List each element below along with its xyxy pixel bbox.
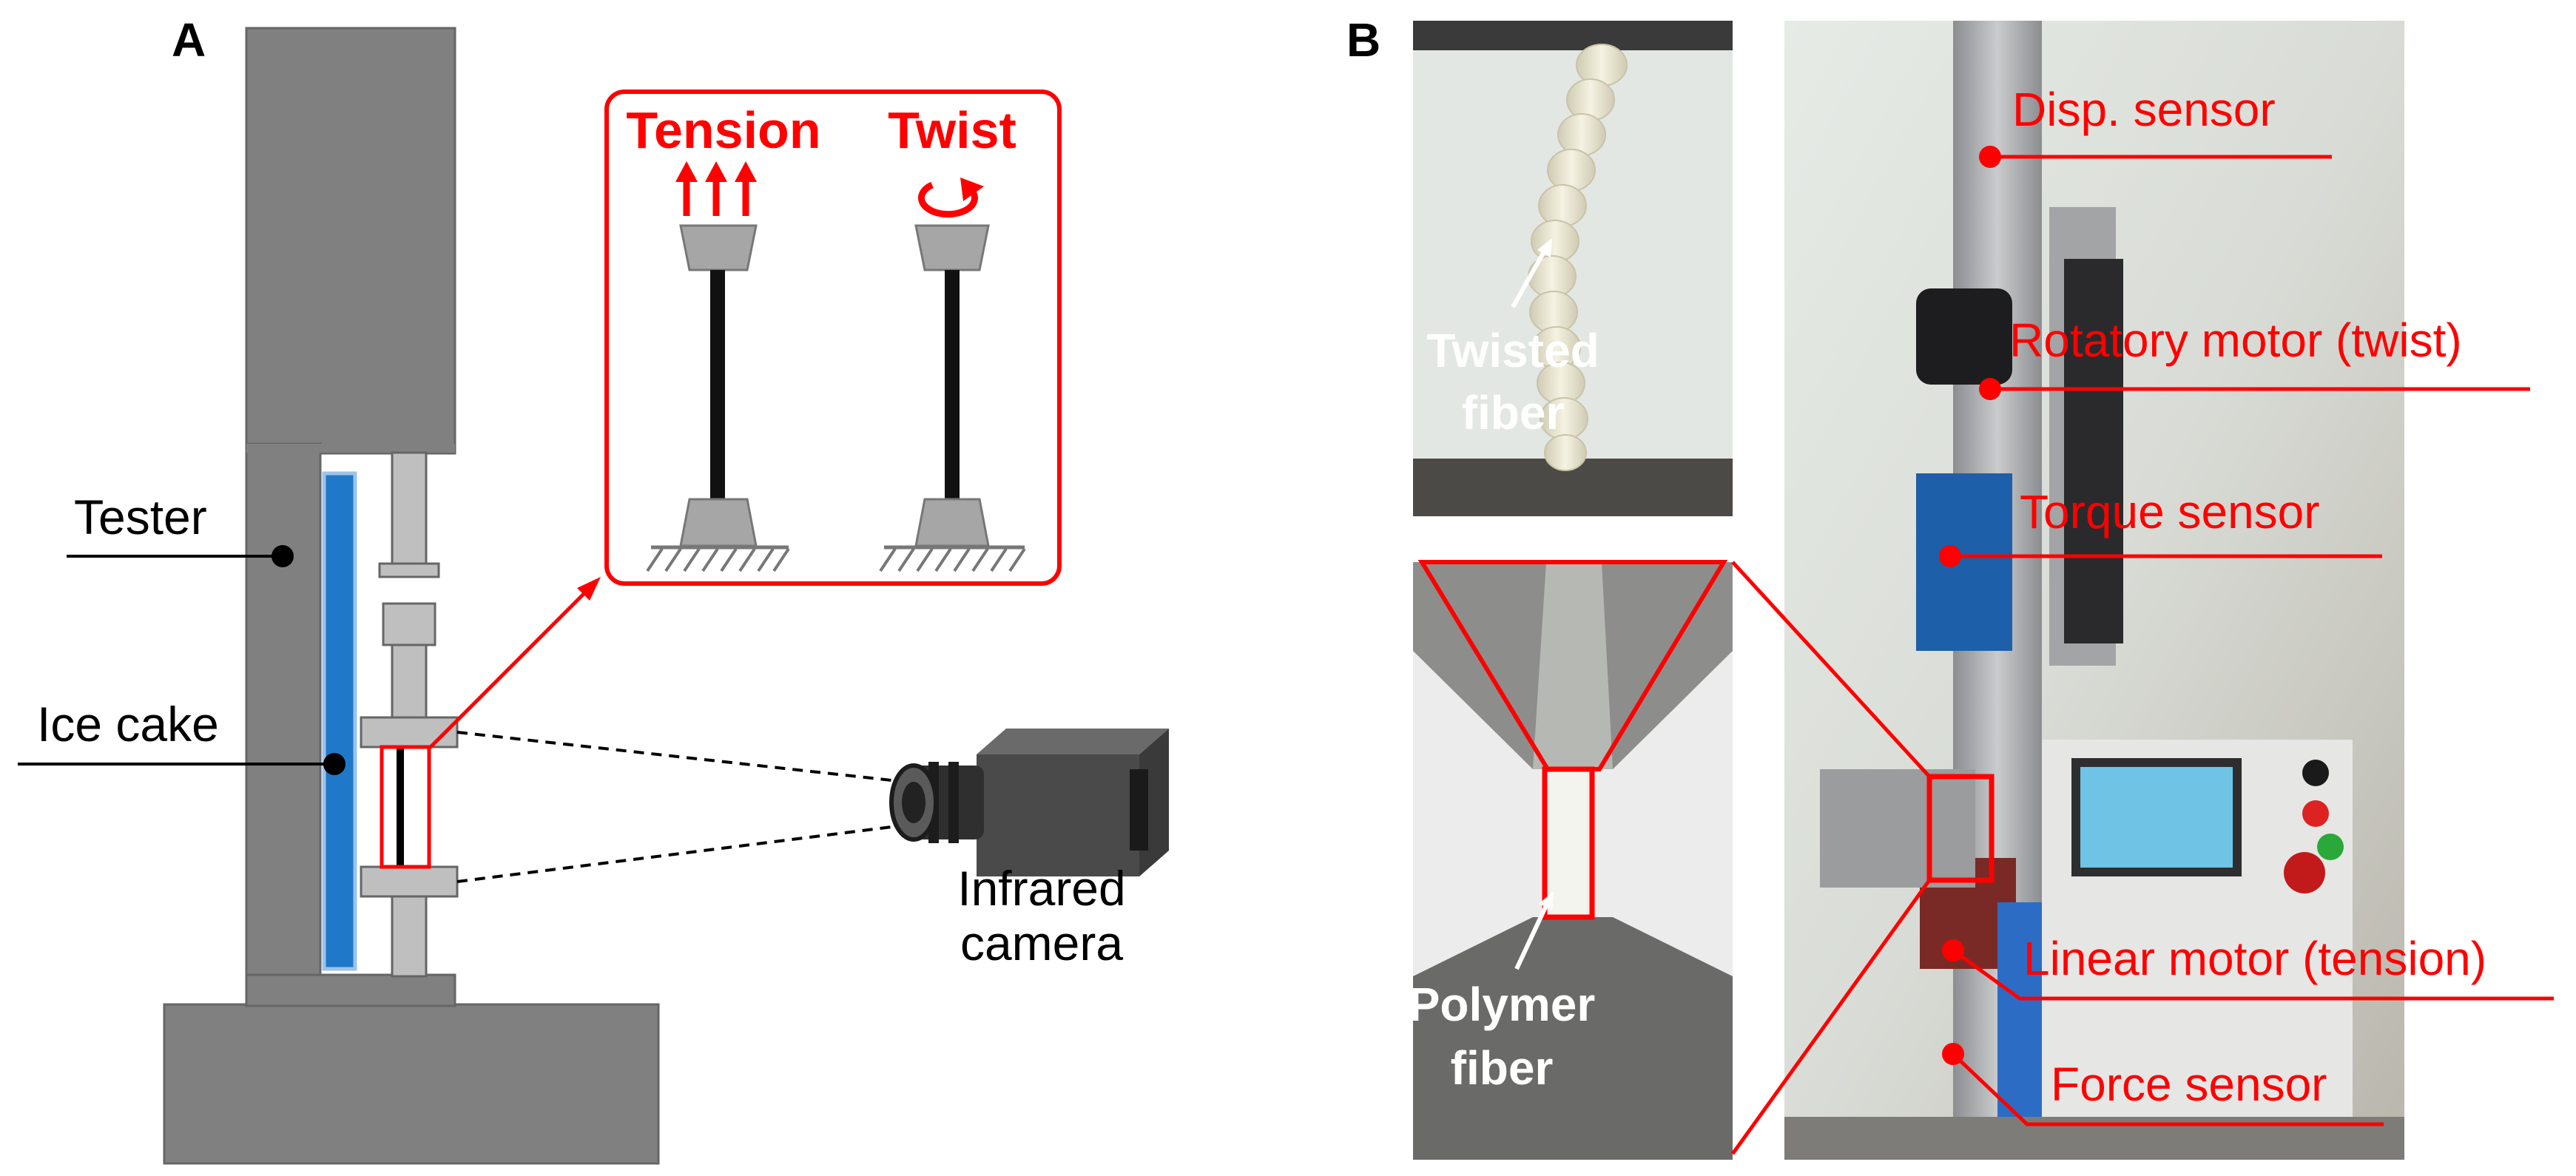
shaft-upper [391,451,428,569]
machine-back-panel [2064,259,2123,643]
zoom-line-lower [1730,879,1932,1155]
panel-a-letter: A [172,13,206,67]
control-button-black [2302,760,2329,786]
camera-label-line2: camera [960,916,1123,970]
machine-mid-block [1820,769,1975,888]
rotatory-motor-body [1916,288,2012,385]
camera-icon [889,729,1169,876]
specimen-region-box [1926,774,1995,883]
zoom-connector-top [1417,560,1728,771]
tension-specimen-diagram [646,224,790,572]
specimen-highlight-box [380,745,431,869]
tester-top-beam [246,444,455,453]
loading-shaft [360,451,459,978]
ice-cake-label: Ice cake [37,697,219,751]
inset-frame [604,89,1062,586]
callout-label: Linear motor (tension) [2023,932,2486,985]
camera-view-line-top [456,731,892,782]
callout-dot [1939,545,1961,567]
callout-dot [1942,1043,1964,1065]
zoom-line-upper [1731,561,1931,778]
callout-linear-motor: Linear motor (tension) [1942,932,2554,1001]
panel-a: A Tester Ice cake [18,13,1169,1165]
torque-sensor-body [1916,473,2012,651]
twist-label: Twist [888,101,1016,159]
tester-left-column [245,442,322,1007]
control-screen [2080,767,2233,868]
shaft-coupling [382,602,436,646]
polymer-fiber-pointer-arrowhead [1539,891,1554,910]
camera-body-top [977,729,1169,754]
ice-cake-leader-dot [323,753,345,775]
callout-label: Disp. sensor [2012,83,2276,136]
callout-disp-sensor: Disp. sensor [1979,83,2332,168]
callout-label: Force sensor [2051,1058,2327,1111]
camera-view-line-bottom [456,825,892,883]
camera-lens-glass [902,782,925,823]
shaft-lower [391,895,428,978]
specimen-fiber [397,747,404,867]
lower-grip [360,865,459,898]
photo-twisted-fiber: Twisted fiber [1413,21,1733,516]
callout-force-sensor: Force sensor [1942,1043,2384,1126]
photo-twisted-upper-clamp [1413,21,1733,50]
twisted-fiber-pointer-arrowhead [1537,238,1552,257]
inset-pointer-line [428,584,593,750]
tester-base [163,1003,660,1165]
tension-arrows-icon [675,161,757,216]
tester-frame [163,27,660,1165]
photo-polymer-fiber: Polymer fiber [1409,562,1733,1160]
photo-polymer-lower-clamp [1413,917,1733,1160]
callout-torque-sensor: Torque sensor [1939,485,2382,567]
emergency-stop-button [2284,852,2325,893]
camera-body-front [977,754,1139,876]
machine-blue-side-plate [1997,902,2042,1124]
ice-cake [322,471,357,971]
twisted-fiber-label-line2: fiber [1462,386,1565,439]
callout-dot [1979,146,2001,168]
panel-b: B Twisted fiber [1346,13,2554,1160]
callout-dot [1979,378,2001,400]
inset-pointer-arrowhead [577,577,601,601]
tester-lower-beam [245,973,456,1007]
photo-polymer-upper-jaw [1533,562,1613,769]
tester-upper-column [245,27,456,455]
callout-rotatory-motor: Rotatory motor (twist) [1979,314,2530,400]
polymer-fiber-label-line1: Polymer [1409,978,1596,1031]
tester-leader-dot [272,545,294,567]
shaft-middle [391,643,428,720]
twisted-fiber-label-line1: Twisted [1426,324,1599,377]
polymer-fiber-pointer-line [1514,901,1550,970]
inset-loading-modes: Tension Twist [604,89,1062,586]
photo-tester-machine [1784,21,2404,1160]
callout-label: Rotatory motor (twist) [2009,314,2462,367]
camera-side-slot [1130,769,1148,851]
polymer-fiber-label-line2: fiber [1451,1041,1554,1095]
twist-arrow-icon [917,178,984,218]
polymer-fiber-strip [1550,769,1587,917]
control-button-red [2302,800,2329,827]
panel-b-letter: B [1346,13,1380,67]
camera-lens-ring-2 [948,762,959,843]
control-button-green [2317,834,2344,860]
camera-label-line1: Infrared [957,861,1125,916]
twisted-fiber-pointer-line [1511,246,1548,308]
callout-label: Torque sensor [2020,485,2320,538]
shaft-collar [378,562,440,578]
callout-dot [1942,939,1964,962]
twist-specimen-diagram [879,224,1026,572]
tension-label: Tension [626,101,820,159]
tester-label: Tester [74,490,207,544]
